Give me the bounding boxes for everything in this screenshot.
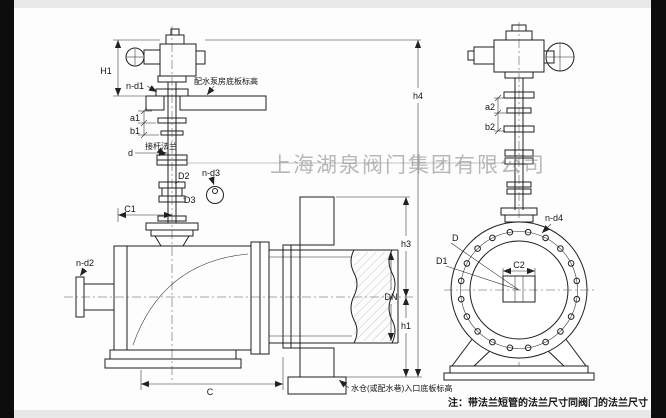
dim-n-d4-label: n-d4: [545, 213, 563, 223]
stem-flanges-left: [156, 117, 188, 222]
dim-n-d1: n-d1: [126, 81, 158, 93]
annotation-rod-flange: 接杆法兰: [145, 141, 177, 156]
dim-d-label: d: [128, 148, 133, 158]
flange-size-note: 注：带法兰短管的法兰尺寸同阀门的法兰尺寸: [448, 396, 648, 409]
dim-h1-label: h1: [401, 321, 411, 331]
dim-a2-b2: a2 b2: [485, 94, 508, 135]
valve-elbow-body: [104, 222, 270, 369]
dim-right-face: D D1 C2 n-d4: [436, 213, 563, 276]
gate-guide: [502, 275, 536, 303]
sump-floor-label: 水仓(或配水巷)入口底板标高: [351, 383, 452, 393]
pump-room-floor-slab: [145, 88, 267, 111]
letterbox-right: [651, 0, 666, 418]
letterbox-left: [0, 0, 14, 418]
dim-a1-label: a1: [130, 113, 140, 123]
dim-D2-D3-nd3: D2 D3 n-d3: [174, 168, 224, 205]
dim-H1: H1: [100, 39, 160, 97]
flange-face: [444, 221, 596, 359]
bolt-hole-detail-hole: [212, 188, 218, 194]
dim-D1-label: D1: [436, 256, 448, 266]
top-margin-strip: [14, 0, 651, 8]
actuator-side-view: [125, 28, 206, 83]
dim-C-label: C: [207, 387, 214, 397]
dim-D3-label: D3: [184, 195, 196, 205]
dim-n-d3-label: n-d3: [202, 168, 220, 178]
dim-H1-label: H1: [100, 66, 112, 76]
horizontal-pipe: [269, 244, 399, 349]
annotation-sump-floor: 水仓(或配水巷)入口底板标高: [338, 379, 452, 393]
bolt-hole-detail-circle: [206, 186, 224, 204]
dim-b2-label: b2: [485, 122, 495, 132]
dim-C1: C1: [117, 204, 172, 222]
dim-h4-label: h4: [413, 91, 423, 101]
annotation-pump-room-floor: 配水泵房底板标高: [194, 76, 258, 96]
bottom-margin-strip: [14, 410, 651, 418]
valve-stem-left: [167, 82, 177, 223]
dim-D-label: D: [452, 233, 459, 243]
dim-C2-label: C2: [513, 260, 525, 270]
rod-flange-label: 接杆法兰: [145, 141, 177, 151]
dim-n-d2: n-d2: [76, 258, 94, 277]
dim-C: C: [140, 357, 284, 397]
bolt-holes: [457, 228, 581, 352]
dim-a1-b1: a1 b1: [130, 107, 159, 139]
pump-room-floor-label: 配水泵房底板标高: [194, 76, 258, 86]
dim-n-d1-label: n-d1: [126, 81, 144, 91]
dim-b1-label: b1: [130, 126, 140, 136]
left-view: H1 n-d1 a1 b1 d 接杆法兰: [64, 26, 452, 397]
dim-h3-label: h3: [401, 239, 411, 249]
dim-C1-label: C1: [124, 204, 136, 214]
side-stub-flange: [75, 276, 114, 318]
actuator-front-view: [467, 24, 575, 79]
right-view: a2 b2: [436, 22, 596, 381]
dim-DN: DN: [385, 252, 398, 341]
dim-h1-h3-h4: h1 h3 h4: [205, 39, 423, 378]
dim-D2-label: D2: [178, 171, 190, 181]
dim-a2-label: a2: [485, 102, 495, 112]
dim-DN-label: DN: [385, 292, 398, 302]
bolt-circle: [460, 231, 578, 349]
dim-n-d2-label: n-d2: [76, 258, 94, 268]
company-watermark: 上海湖泉阀门集团有限公司: [270, 153, 546, 177]
